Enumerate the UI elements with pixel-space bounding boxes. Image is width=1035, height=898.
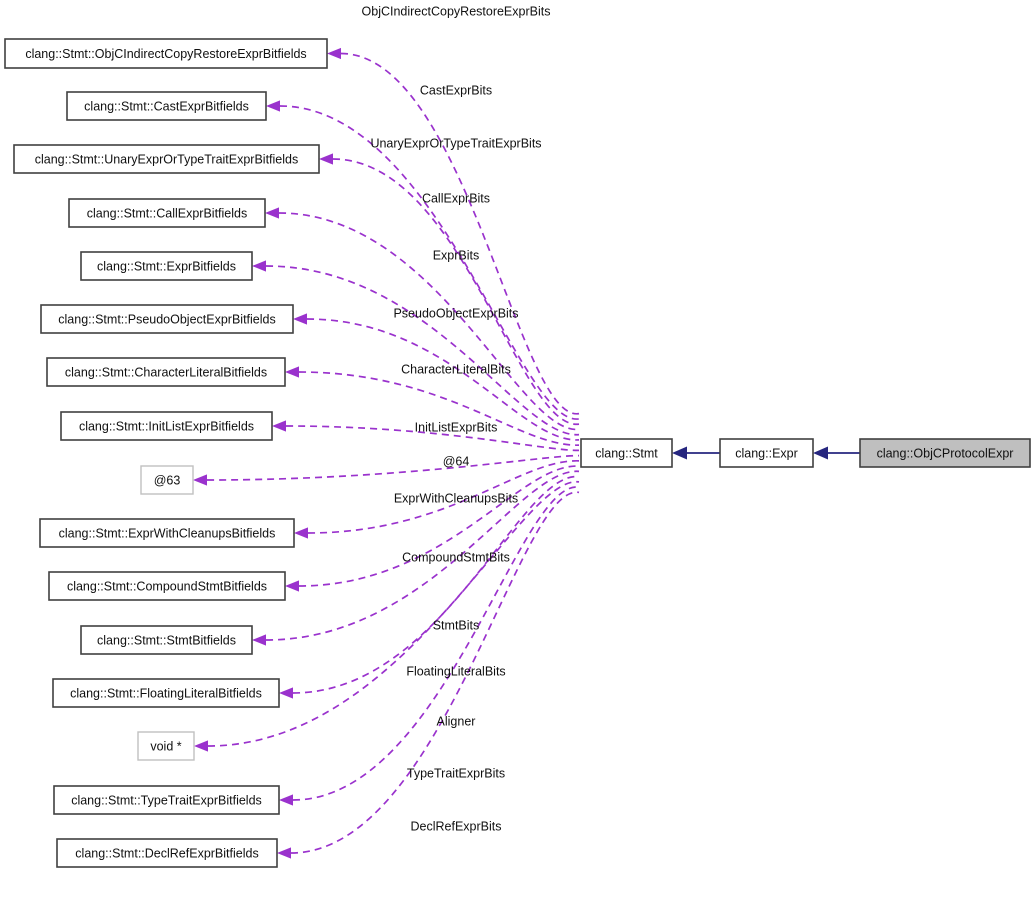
usage-edge-exprbits (265, 265, 580, 436)
class-node-voidptr[interactable]: void * (137, 731, 195, 761)
usage-arrowhead-voidptr (194, 740, 208, 752)
node-box-objcprotocolexpr[interactable] (859, 438, 1031, 468)
node-box-expr[interactable] (719, 438, 814, 468)
node-box-unaryexpr[interactable] (13, 144, 320, 174)
usage-edge-label-typetrait: TypeTraitExprBits (407, 766, 505, 780)
class-node-at63[interactable]: @63 (140, 465, 194, 495)
usage-edge-declref (290, 491, 580, 854)
usage-edge-group (193, 47, 580, 859)
class-node-objcindirect[interactable]: clang::Stmt::ObjCIndirectCopyRestoreExpr… (4, 38, 328, 69)
usage-edge-exprwithcleanups (307, 460, 580, 534)
class-node-pseudoobject[interactable]: clang::Stmt::PseudoObjectExprBitfields (40, 304, 294, 334)
node-box-floatingliteral[interactable] (52, 678, 280, 708)
class-node-declref[interactable]: clang::Stmt::DeclRefExprBitfields (56, 838, 278, 868)
node-box-stmt[interactable] (580, 438, 673, 468)
node-box-callexpr[interactable] (68, 198, 266, 228)
class-node-callexpr[interactable]: clang::Stmt::CallExprBitfields (68, 198, 266, 228)
usage-arrowhead-exprwithcleanups (294, 527, 308, 539)
node-box-exprwithcleanups[interactable] (39, 518, 295, 548)
usage-arrowhead-stmtbits (252, 634, 266, 646)
class-node-stmt[interactable]: clang::Stmt (580, 438, 673, 468)
usage-arrowhead-initlist (272, 420, 286, 432)
class-node-unaryexpr[interactable]: clang::Stmt::UnaryExprOrTypeTraitExprBit… (13, 144, 320, 174)
node-box-initlist[interactable] (60, 411, 273, 441)
usage-edge-unaryexpr (332, 158, 580, 425)
class-node-expr[interactable]: clang::Expr (719, 438, 814, 468)
class-node-characterliteral[interactable]: clang::Stmt::CharacterLiteralBitfields (46, 357, 286, 387)
usage-edge-objcindirect (340, 52, 580, 415)
inheritance-arrowhead-stmt (672, 446, 687, 460)
inheritance-edge-group (672, 446, 860, 460)
usage-edge-characterliteral (298, 371, 580, 446)
node-box-voidptr[interactable] (137, 731, 195, 761)
usage-arrowhead-pseudoobject (293, 313, 307, 325)
node-box-exprbits[interactable] (80, 251, 253, 281)
class-node-stmtbits[interactable]: clang::Stmt::StmtBitfields (80, 625, 253, 655)
node-box-declref[interactable] (56, 838, 278, 868)
usage-edge-floatingliteral (292, 475, 580, 694)
usage-edge-label-floatingliteral: FloatingLiteralBits (406, 664, 505, 678)
node-box-pseudoobject[interactable] (40, 304, 294, 334)
node-box-characterliteral[interactable] (46, 357, 286, 387)
usage-edge-label-declref: DeclRefExprBits (411, 819, 502, 833)
class-node-typetrait[interactable]: clang::Stmt::TypeTraitExprBitfields (53, 785, 280, 815)
usage-edge-label-initlist: InitListExprBits (415, 420, 498, 434)
usage-arrowhead-declref (277, 847, 291, 859)
usage-edge-label-exprwithcleanups: ExprWithCleanupsBits (394, 491, 518, 505)
usage-edge-callexpr (278, 212, 580, 431)
usage-arrowhead-callexpr (265, 207, 279, 219)
class-node-objcprotocolexpr[interactable]: clang::ObjCProtocolExpr (859, 438, 1031, 468)
edge-label-group: ObjCIndirectCopyRestoreExprBitsCastExprB… (362, 4, 551, 833)
usage-arrowhead-characterliteral (285, 366, 299, 378)
class-node-compoundstmt[interactable]: clang::Stmt::CompoundStmtBitfields (48, 571, 286, 601)
node-box-castexpr[interactable] (66, 91, 267, 121)
node-box-compoundstmt[interactable] (48, 571, 286, 601)
usage-edge-label-callexpr: CallExprBits (422, 191, 490, 205)
usage-edge-label-castexpr: CastExprBits (420, 83, 492, 97)
usage-edge-label-objcindirect: ObjCIndirectCopyRestoreExprBits (362, 4, 551, 18)
inheritance-node-group: clang::Stmt clang::Expr clang::ObjCProtoco… (580, 438, 1031, 468)
usage-edge-stmtbits (265, 470, 580, 641)
usage-edge-at63 (206, 454, 580, 481)
usage-edge-label-stmtbits: StmtBits (433, 618, 480, 632)
class-node-exprbits[interactable]: clang::Stmt::ExprBitfields (80, 251, 253, 281)
class-node-initlist[interactable]: clang::Stmt::InitListExprBitfields (60, 411, 273, 441)
class-node-castexpr[interactable]: clang::Stmt::CastExprBitfields (66, 91, 267, 121)
usage-edge-typetrait (292, 486, 580, 801)
usage-edge-initlist (285, 425, 580, 452)
usage-arrowhead-floatingliteral (279, 687, 293, 699)
class-node-exprwithcleanups[interactable]: clang::Stmt::ExprWithCleanupsBitfields (39, 518, 295, 548)
usage-arrowhead-at63 (193, 474, 207, 486)
node-box-objcindirect[interactable] (4, 38, 328, 69)
usage-arrowhead-castexpr (266, 100, 280, 112)
usage-edge-label-characterliteral: CharacterLiteralBits (401, 362, 511, 376)
usage-arrowhead-exprbits (252, 260, 266, 272)
usage-arrowhead-typetrait (279, 794, 293, 806)
usage-edge-label-unaryexpr: UnaryExprOrTypeTraitExprBits (370, 136, 541, 150)
node-box-at63[interactable] (140, 465, 194, 495)
class-node-floatingliteral[interactable]: clang::Stmt::FloatingLiteralBitfields (52, 678, 280, 708)
usage-arrowhead-objcindirect (327, 47, 341, 60)
usage-edge-compoundstmt (298, 465, 580, 587)
usage-arrowhead-unaryexpr (319, 153, 333, 165)
usage-edge-castexpr (279, 105, 580, 420)
usage-edge-pseudoobject (306, 318, 580, 441)
usage-arrowhead-compoundstmt (285, 580, 299, 592)
usage-edge-voidptr (207, 481, 580, 747)
member-node-group: clang::Stmt::ObjCIndirectCopyRestoreExpr… (4, 38, 328, 868)
inheritance-arrowhead-expr (813, 446, 828, 460)
node-box-stmtbits[interactable] (80, 625, 253, 655)
node-box-typetrait[interactable] (53, 785, 280, 815)
